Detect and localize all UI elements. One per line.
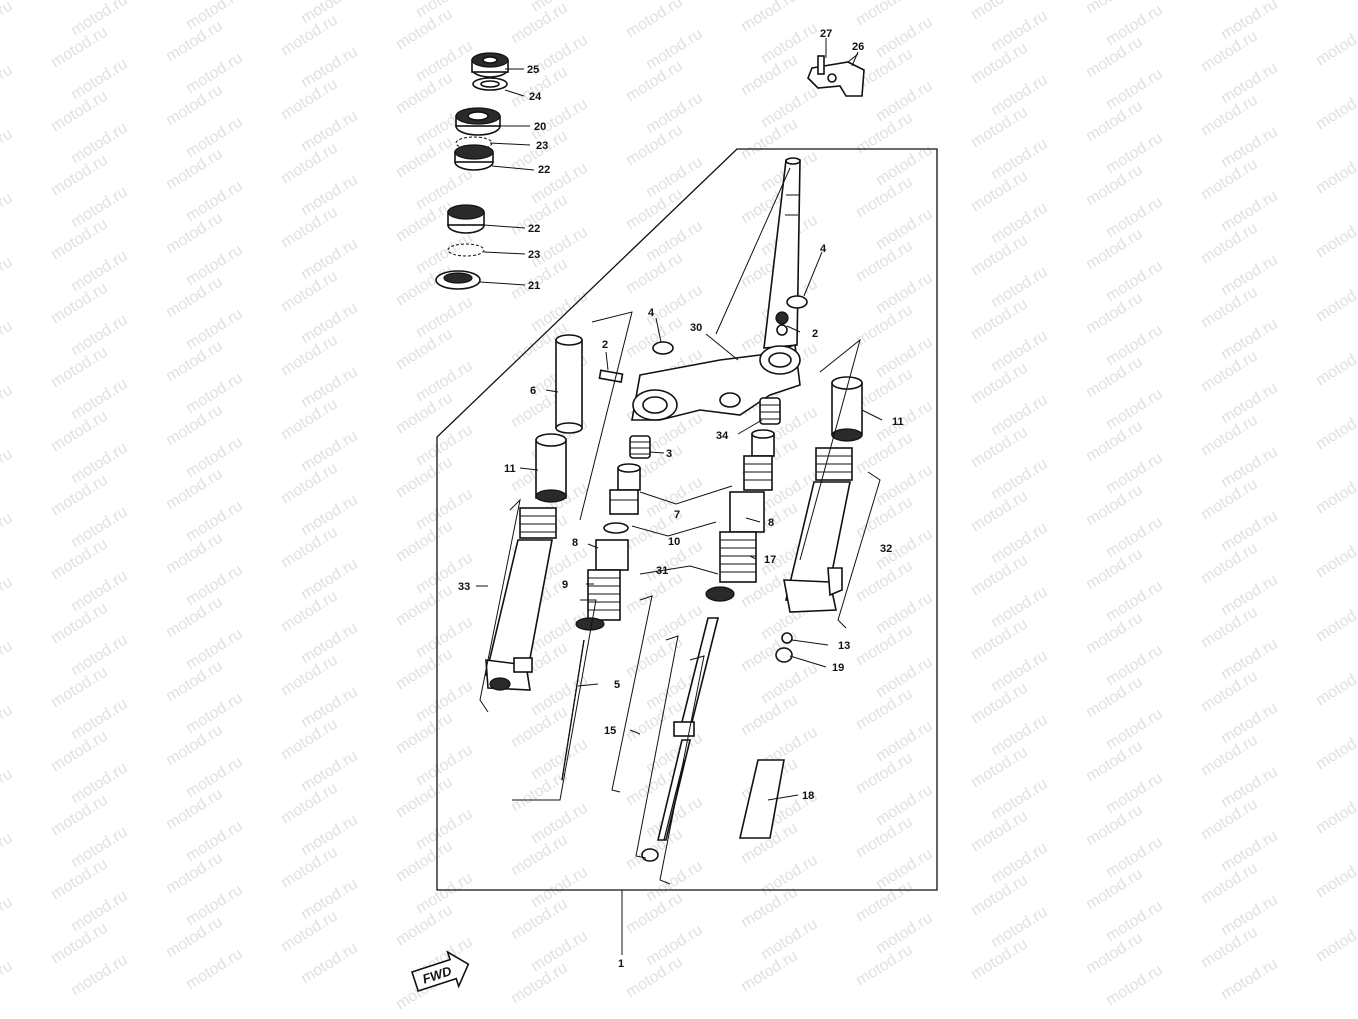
callout-c10: 10 (668, 536, 680, 548)
callout-c11a: 11 (504, 463, 516, 475)
callout-c2a: 2 (602, 339, 608, 351)
watermark-text: motod.ru (0, 190, 16, 238)
watermark-text: motod.ru (298, 940, 361, 988)
callout-c34: 34 (716, 430, 729, 442)
bracket-assembly (807, 53, 865, 97)
right-fork-leg (775, 376, 863, 663)
watermark-text: motod.ru (853, 0, 916, 29)
callout-c2b: 2 (812, 328, 818, 340)
watermark-text: motod.ru (0, 318, 16, 366)
right-fork-internals (705, 429, 775, 602)
callout-c26: 26 (852, 41, 864, 53)
callout-c5: 5 (614, 679, 620, 691)
leader-lines (476, 38, 883, 955)
callout-c27: 27 (820, 28, 832, 40)
watermark-text: motod.ru (0, 574, 16, 622)
callout-c6: 6 (530, 385, 536, 397)
watermark-text: motod.ru (1313, 918, 1358, 966)
label-sticker (738, 759, 785, 839)
callout-c18: 18 (802, 790, 814, 802)
watermark-text: motod.ru (1313, 214, 1358, 262)
callout-c1: 1 (618, 958, 624, 970)
callout-c7: 7 (674, 509, 680, 521)
callout-c30: 30 (690, 322, 702, 334)
watermark-text: motod.ru (1313, 86, 1358, 134)
watermark-text: motod.ru (0, 894, 16, 942)
fwd-arrow: FWD (410, 950, 470, 993)
watermark-text: motod.ru (0, 958, 16, 1006)
left-fork-internals (561, 463, 641, 781)
callout-c4a: 4 (648, 307, 655, 319)
watermark-text: motod.ru (738, 0, 801, 35)
watermark-text: motod.ru (1313, 342, 1358, 390)
watermark-text: motod.ru (1313, 726, 1358, 774)
callout-c21: 21 (528, 280, 540, 292)
callout-c20: 20 (534, 121, 546, 133)
callout-c3: 3 (666, 448, 672, 460)
assembly-frame (436, 148, 938, 891)
callout-c25: 25 (527, 64, 539, 76)
lower-bracket (598, 295, 808, 421)
left-fork-leg (485, 334, 583, 691)
callout-c17: 17 (764, 554, 776, 566)
watermark-text: motod.ru (0, 254, 16, 302)
watermark-text: motod.ru (0, 446, 16, 494)
watermark-text: motod.ru (1313, 406, 1358, 454)
damper-rod (641, 617, 720, 862)
watermark-text: motod.ru (0, 510, 16, 558)
callout-c8b: 8 (768, 517, 774, 529)
watermark-text: motod.ru (623, 0, 686, 41)
steering-bearing-stack (435, 52, 509, 290)
watermark-text: motod.ru (183, 946, 246, 994)
callout-c31: 31 (656, 565, 668, 577)
callout-c22a: 22 (538, 164, 550, 176)
watermark-text: motod.ru (1313, 278, 1358, 326)
watermark-text: motod.ru (0, 830, 16, 878)
watermark-text: motod.ru (1103, 962, 1166, 1010)
watermark-text: motod.ru (1313, 854, 1358, 902)
callout-c13: 13 (838, 640, 850, 652)
watermark-text: motod.ru (1313, 470, 1358, 518)
callout-c32: 32 (880, 543, 892, 555)
callout-c11b: 11 (892, 416, 904, 428)
watermark-text: motod.ru (0, 766, 16, 814)
callout-c22b: 22 (528, 223, 540, 235)
watermark-text: motod.ru (1313, 790, 1358, 838)
watermark-text: motod.ru (0, 62, 16, 110)
watermark-text: motod.ru (1313, 22, 1358, 70)
watermark-text: motod.ru (0, 638, 16, 686)
watermark-text: motod.ru (1313, 534, 1358, 582)
callout-c24: 24 (529, 91, 542, 103)
callout-c4b: 4 (820, 243, 827, 255)
watermark-text: motod.ru (0, 382, 16, 430)
watermark-text: motod.ru (68, 952, 131, 1000)
callout-c8a: 8 (572, 537, 578, 549)
callout-c15: 15 (604, 725, 616, 737)
group-brackets (479, 311, 881, 885)
watermark-text: motod.ru (1313, 662, 1358, 710)
watermark-text: motod.ru (0, 126, 16, 174)
callout-labels: 2524202322222321272644302261111334788103… (458, 28, 904, 970)
watermark-text: motod.ru (0, 702, 16, 750)
watermark-text: motod.ru (1313, 150, 1358, 198)
callout-c23a: 23 (536, 140, 548, 152)
callout-c23b: 23 (528, 249, 540, 261)
callout-c19: 19 (832, 662, 844, 674)
watermark-text: motod.ru (0, 0, 16, 45)
damper-caps (629, 397, 781, 459)
watermark-text: motod.ru (1218, 956, 1281, 1004)
watermark-text: motod.ru (1313, 598, 1358, 646)
callout-c9: 9 (562, 579, 568, 591)
callout-c33: 33 (458, 581, 470, 593)
